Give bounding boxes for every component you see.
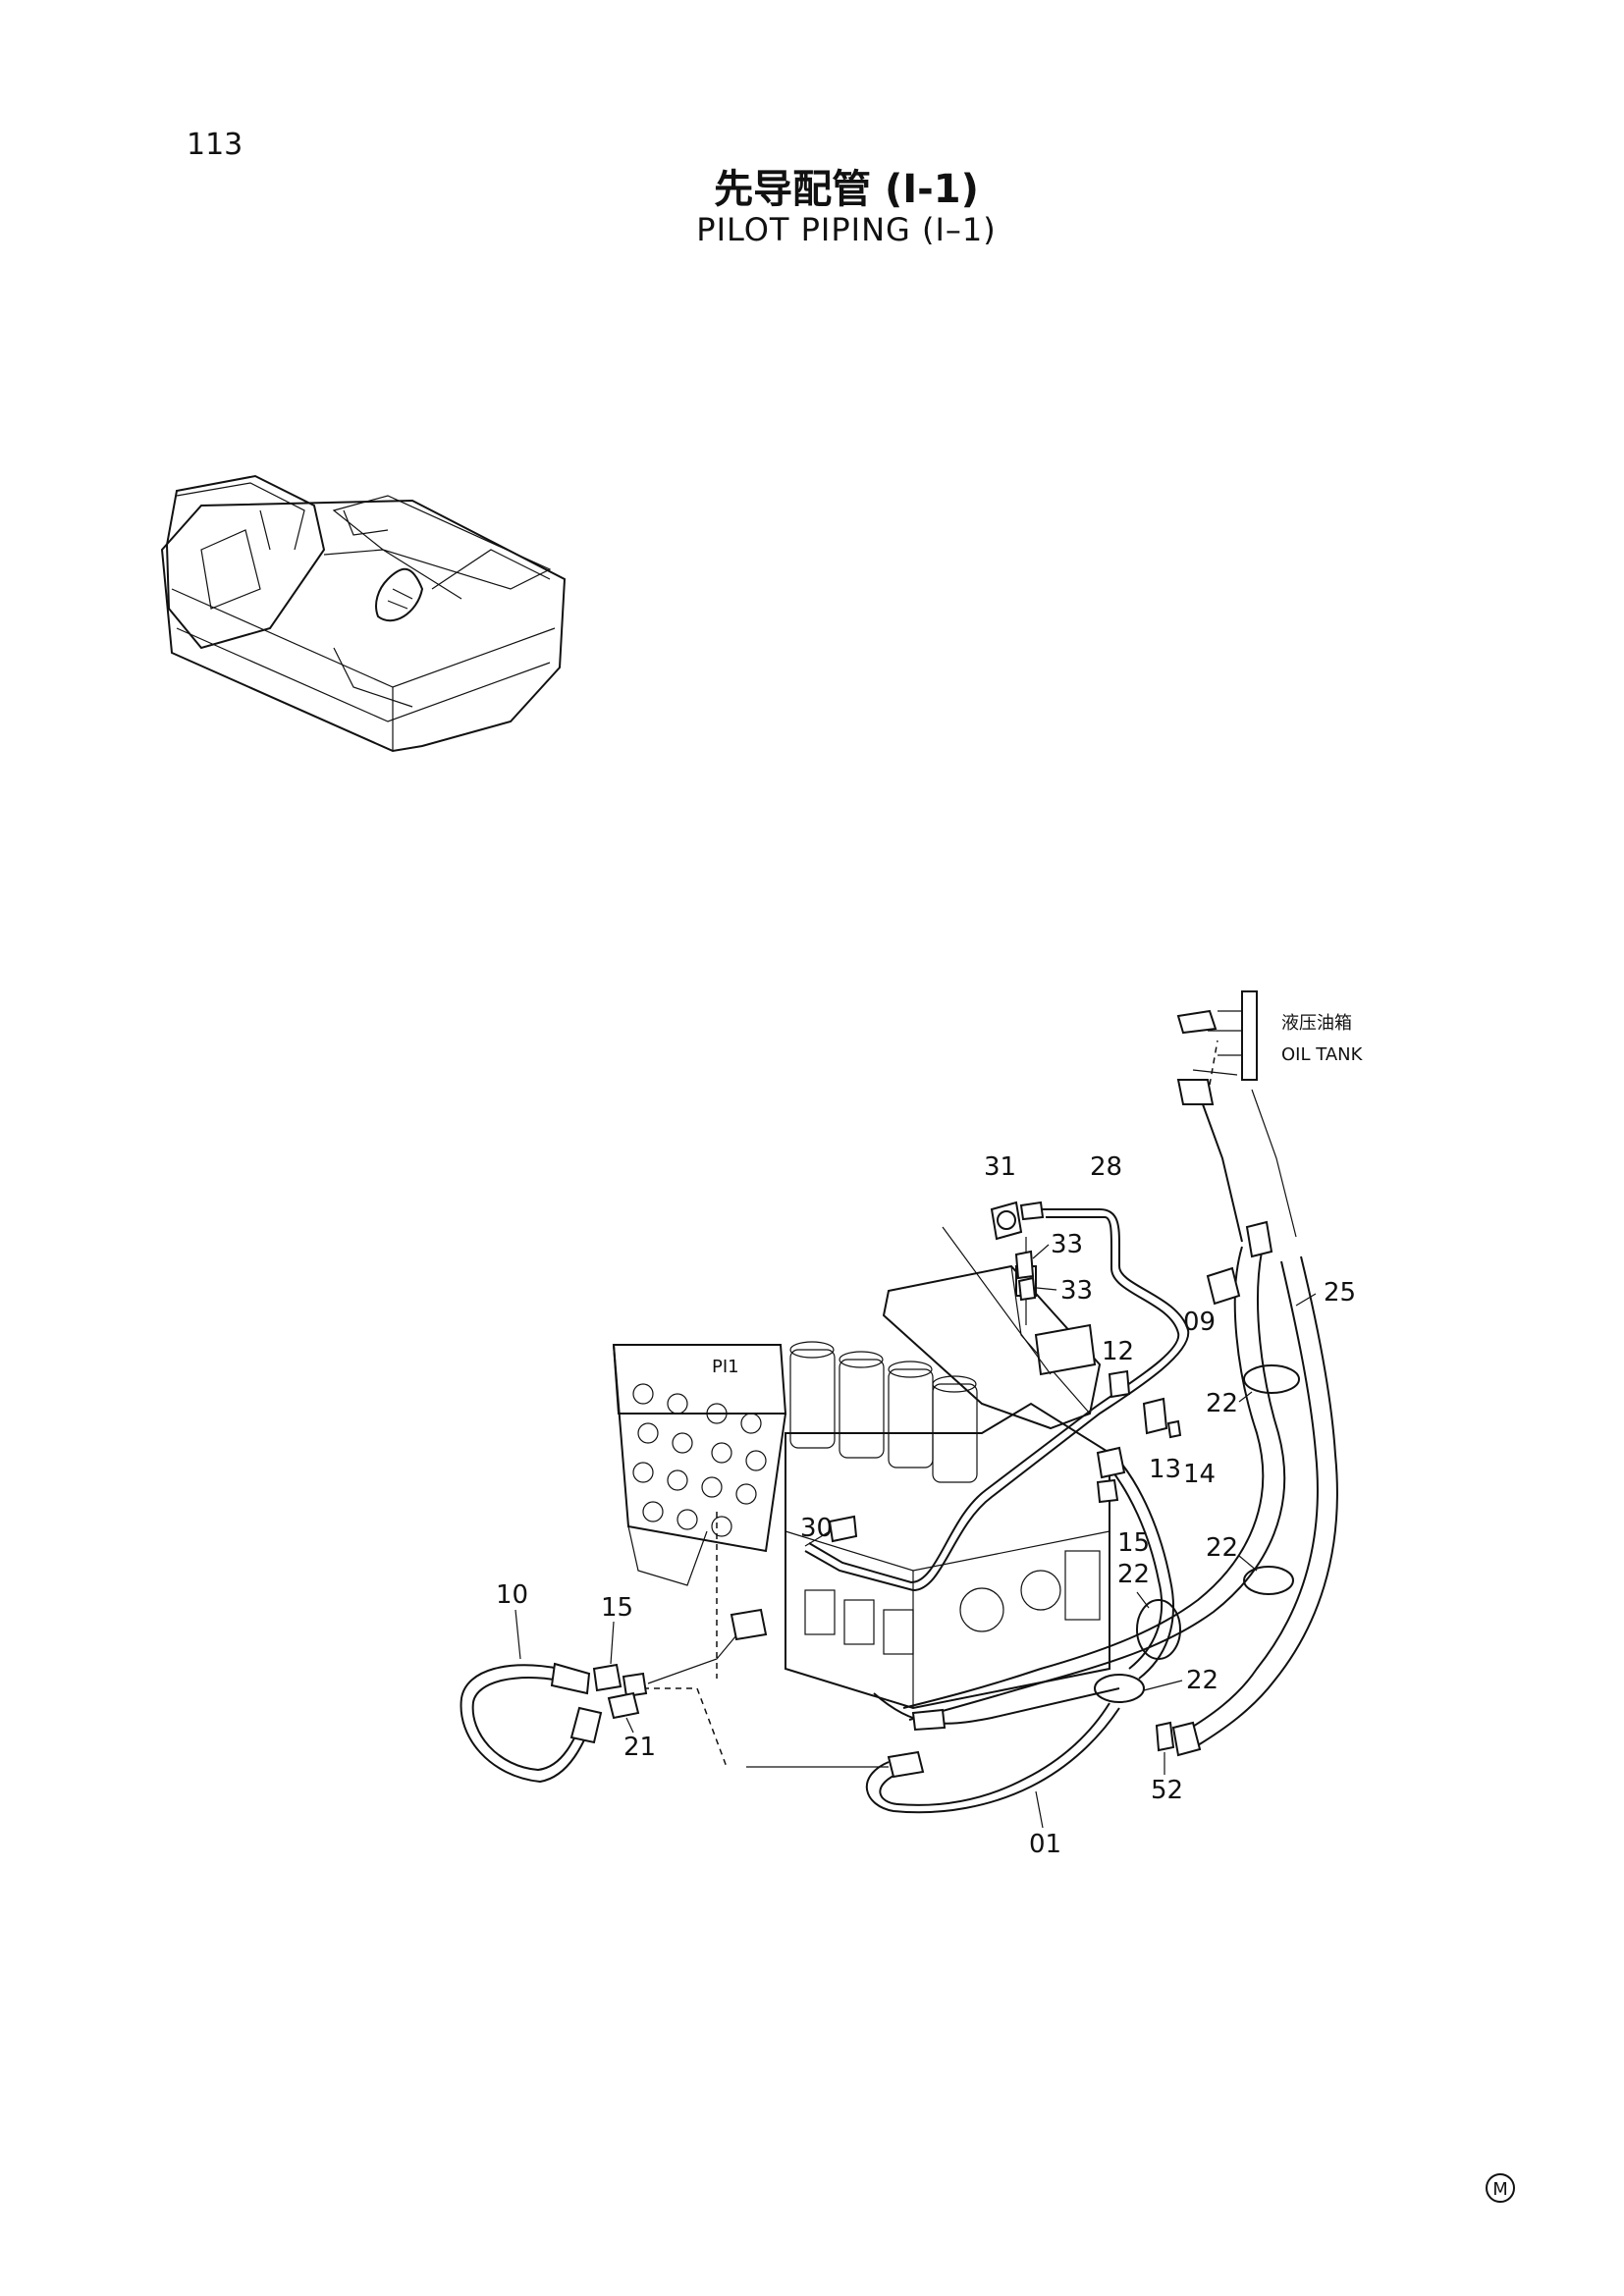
callout-09: 09 — [1183, 1308, 1216, 1337]
callout-15-right: 15 — [1117, 1528, 1150, 1558]
page-number: 113 — [187, 128, 244, 162]
fitting-21 — [607, 1691, 640, 1720]
callout-28: 28 — [1090, 1152, 1122, 1182]
page-title-chinese: 先导配管 (I-1) — [714, 167, 979, 212]
pipe-28 — [804, 1208, 1190, 1592]
oil-tank-label-cn: 液压油箱 — [1281, 1013, 1352, 1034]
manufacturer-mark-letter: M — [1492, 2179, 1508, 2200]
callout-33-lower: 33 — [1060, 1276, 1093, 1306]
callout-01: 01 — [1029, 1830, 1061, 1859]
fitting-31 — [990, 1201, 1045, 1241]
callout-15-left: 15 — [601, 1593, 633, 1623]
svg-text:PI1: PI1 — [712, 1357, 739, 1377]
callout-22-lower: 22 — [1186, 1666, 1218, 1695]
oil-tank-bracket — [1176, 990, 1297, 1243]
page-title-english: PILOT PIPING (I–1) — [696, 211, 997, 248]
callout-12: 12 — [1102, 1337, 1134, 1366]
fitting-12 — [1108, 1369, 1131, 1399]
callout-22-upper: 22 — [1206, 1389, 1238, 1418]
excavator-overview-drawing — [160, 474, 567, 753]
callout-14: 14 — [1183, 1460, 1216, 1489]
hose-10 — [460, 1664, 595, 1784]
callout-25: 25 — [1324, 1278, 1356, 1308]
hose-09 — [902, 1246, 1265, 1709]
fitting-33 — [1014, 1250, 1037, 1302]
fitting-30 — [804, 1515, 858, 1547]
control-valve-assembly: PI1 — [612, 1226, 1110, 1768]
callout-22-right: 22 — [1206, 1533, 1238, 1563]
callout-21: 21 — [623, 1733, 656, 1762]
fitting-52 — [1155, 1721, 1175, 1752]
callout-22-middle: 22 — [1117, 1560, 1150, 1589]
manufacturer-mark: M — [1486, 2173, 1515, 2203]
callout-13: 13 — [1149, 1455, 1181, 1484]
hose-clamps-22 — [1094, 1364, 1300, 1703]
callout-31: 31 — [984, 1152, 1016, 1182]
fitting-15-left — [592, 1663, 648, 1698]
hose-25 — [1182, 1260, 1319, 1734]
part-callouts: 31 28 33 33 25 09 12 22 13 14 30 15 22 2… — [496, 1152, 1356, 1859]
callout-10: 10 — [496, 1580, 528, 1610]
hose-01 — [865, 1707, 1120, 1814]
oil-tank-label-en: OIL TANK — [1281, 1044, 1364, 1065]
callout-33-upper: 33 — [1051, 1230, 1083, 1259]
clip-13 — [1142, 1397, 1182, 1439]
callout-30: 30 — [800, 1514, 833, 1543]
callout-52: 52 — [1151, 1776, 1183, 1805]
